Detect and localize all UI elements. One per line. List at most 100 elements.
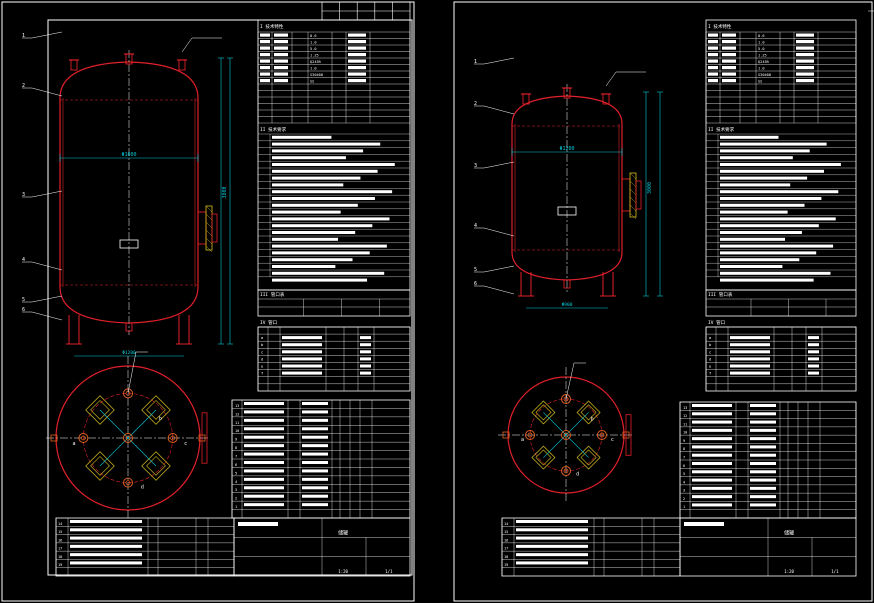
callout-leader — [483, 227, 515, 237]
spec-value: 1.0 — [310, 67, 317, 71]
requirement-text-glyph — [720, 265, 783, 268]
spec-label-glyph — [260, 66, 270, 70]
spec-unit-glyph — [274, 79, 288, 83]
bom-standard-glyph — [692, 486, 732, 490]
bom-item-number: 11 — [683, 422, 687, 426]
spec-col-glyph — [796, 46, 814, 50]
requirement-text-glyph — [720, 163, 841, 166]
nozzle-summary-frame — [257, 289, 411, 317]
nozzle-purpose-glyph — [808, 371, 819, 375]
requirement-text-glyph — [720, 142, 827, 146]
nozzle-letter: a — [521, 437, 524, 443]
bom-standard-glyph — [692, 495, 732, 499]
nozzle-standard-glyph — [730, 343, 770, 347]
callout-leader — [31, 87, 63, 97]
spec-label-glyph — [708, 59, 718, 63]
requirement-text-glyph — [272, 237, 338, 241]
bom-item-number: 5 — [683, 472, 685, 476]
spec-value: 1.25 — [310, 54, 319, 58]
bom-item-number: 6 — [235, 463, 237, 467]
spec-value: S30408 — [310, 73, 323, 77]
lower-standard-glyph — [70, 561, 142, 565]
spec-label-glyph — [260, 59, 270, 63]
nozzle-purpose-glyph — [360, 371, 371, 375]
spec-unit-glyph — [722, 66, 736, 70]
requirement-text-glyph — [272, 190, 393, 194]
bom-item-number: 1 — [235, 505, 237, 509]
plan-nozzle — [123, 388, 133, 399]
outer-border — [1, 1, 415, 602]
bom-name-glyph — [302, 444, 328, 448]
requirement-text-glyph — [272, 244, 387, 248]
lower-item-number: 16 — [58, 538, 62, 542]
name-plate — [557, 206, 577, 216]
spec-unit-glyph — [722, 53, 736, 57]
drawing-name: 储罐 — [784, 529, 794, 536]
nozzle-standard-glyph — [730, 350, 770, 354]
requirement-text-glyph — [720, 251, 817, 255]
support-span-label: Φ900 — [562, 302, 573, 308]
support-span-label: Φ1200 — [122, 350, 136, 356]
requirement-text-glyph — [272, 271, 385, 275]
requirement-text-glyph — [272, 278, 368, 282]
nozzle-purpose-glyph — [808, 357, 819, 361]
requirement-text-glyph — [272, 163, 395, 166]
spec-label-glyph — [260, 46, 270, 50]
requirement-text-glyph — [272, 149, 364, 153]
lower-item-number: 19 — [504, 563, 508, 567]
spec-label-glyph — [708, 66, 718, 70]
nozzle-purpose-glyph — [808, 350, 819, 354]
plan-nozzle — [561, 465, 571, 476]
requirement-text-glyph — [720, 149, 810, 153]
outer-border — [453, 1, 873, 602]
spec-value: S30408 — [758, 73, 771, 77]
callout-leader — [483, 105, 515, 115]
lower-standard-glyph — [70, 528, 142, 532]
spec-unit-glyph — [722, 40, 736, 44]
spec-unit-glyph — [274, 53, 288, 57]
callout-leader — [483, 265, 515, 273]
section-label: II 技术要求 — [260, 126, 287, 133]
bom-standard-glyph — [244, 469, 284, 473]
callout-number: 6 — [474, 281, 477, 287]
lower-standard-glyph — [70, 553, 142, 557]
drawing-scale: 1:20 — [338, 569, 348, 574]
nozzle-row-letter: a — [261, 335, 263, 340]
bom-standard-glyph — [244, 494, 284, 498]
requirement-text-glyph — [720, 197, 822, 200]
callout-number: 5 — [22, 297, 25, 303]
spec-value: 5.0 — [758, 47, 765, 51]
bom-name-glyph — [302, 402, 328, 405]
requirement-text-glyph — [272, 183, 344, 187]
spec-unit-glyph — [722, 46, 736, 50]
spec-label-glyph — [260, 72, 270, 76]
requirement-text-glyph — [272, 176, 361, 180]
lower-item-number: 16 — [504, 538, 508, 542]
callout-number: 2 — [22, 83, 25, 89]
spec-label-glyph — [260, 33, 270, 37]
spec-col-glyph — [796, 66, 814, 70]
nozzle-letter: c — [611, 437, 614, 443]
bom-standard-glyph — [692, 453, 732, 457]
bom-item-number: 12 — [235, 412, 239, 416]
overall-height-label: 3000 — [647, 182, 653, 194]
spec-unit-glyph — [722, 72, 736, 76]
spec-unit-glyph — [274, 40, 288, 44]
bom-name-glyph — [750, 404, 776, 407]
side-nozzle — [502, 431, 510, 439]
lower-item-number: 17 — [504, 547, 508, 551]
inner-frame — [47, 19, 413, 576]
bom-item-number: 8 — [683, 447, 685, 451]
bom-name-glyph — [302, 469, 328, 473]
requirement-text-glyph — [272, 217, 390, 221]
lower-item-number: 14 — [504, 522, 508, 526]
plan-nozzle — [167, 433, 178, 443]
